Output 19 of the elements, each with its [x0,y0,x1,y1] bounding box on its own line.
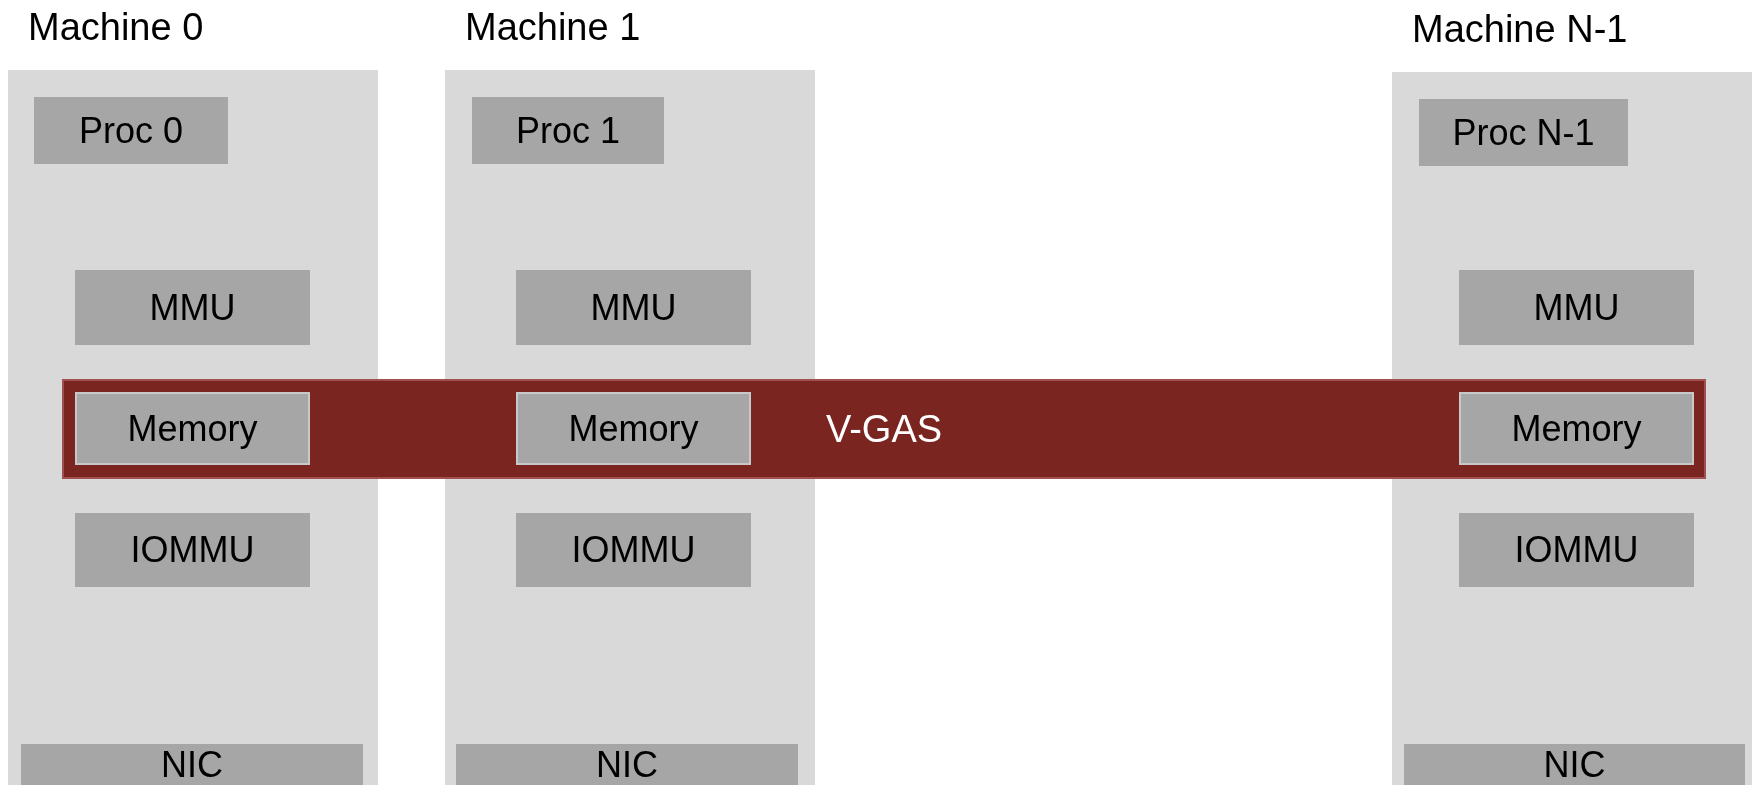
nic-box: NIC [21,744,363,785]
machine-title: Machine N-1 [1412,8,1628,51]
memory-box: Memory [516,392,751,465]
nic-box: NIC [1404,744,1745,785]
unit-box: IOMMU [75,513,310,587]
unit-box: IOMMU [1459,513,1694,587]
unit-box: IOMMU [516,513,751,587]
machine-title: Machine 1 [465,6,641,49]
processor-box: Proc 0 [34,97,228,164]
band-title: V-GAS [825,407,943,451]
processor-box: Proc 1 [472,97,664,164]
unit-box: MMU [75,270,310,345]
machine-title: Machine 0 [28,6,204,49]
unit-box: MMU [1459,270,1694,345]
memory-box: Memory [1459,392,1694,465]
memory-box: Memory [75,392,310,465]
nic-box: NIC [456,744,798,785]
processor-box: Proc N-1 [1419,99,1628,166]
unit-box: MMU [516,270,751,345]
